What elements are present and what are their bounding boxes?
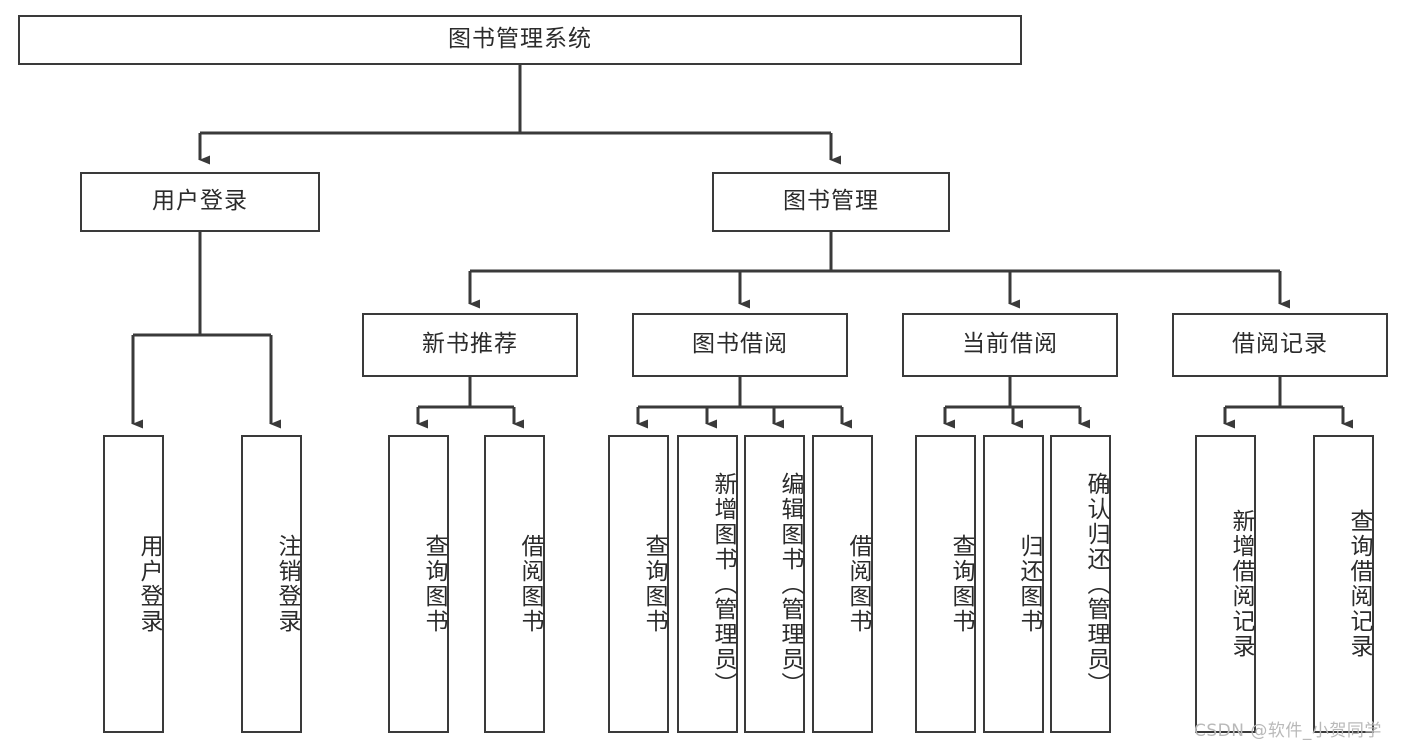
leaf-query-book-current[interactable]: 查询图书: [915, 435, 976, 733]
node-label: 当前借阅: [962, 331, 1058, 358]
node-current-borrow[interactable]: 当前借阅: [902, 313, 1118, 377]
node-label: 归还图书: [1016, 534, 1042, 634]
leaf-query-book-recommend[interactable]: 查询图书: [388, 435, 449, 733]
leaf-edit-book-admin[interactable]: 编辑图书（管理员）: [744, 435, 805, 733]
leaf-user-login[interactable]: 用户登录: [103, 435, 164, 733]
node-root-book-management-system[interactable]: 图书管理系统: [18, 15, 1022, 65]
leaf-borrow-book[interactable]: 借阅图书: [812, 435, 873, 733]
leaf-add-book-admin[interactable]: 新增图书（管理员）: [677, 435, 738, 733]
leaf-logout-login[interactable]: 注销登录: [241, 435, 302, 733]
node-label: 用户登录: [152, 188, 248, 215]
leaf-query-borrow-record[interactable]: 查询借阅记录: [1313, 435, 1374, 733]
node-borrow-record[interactable]: 借阅记录: [1172, 313, 1388, 377]
leaf-query-book-borrow[interactable]: 查询图书: [608, 435, 669, 733]
node-label: 用户登录: [136, 534, 162, 634]
node-label: 借阅记录: [1232, 331, 1328, 358]
node-new-book-recommend[interactable]: 新书推荐: [362, 313, 578, 377]
leaf-add-borrow-record[interactable]: 新增借阅记录: [1195, 435, 1256, 733]
node-book-borrow[interactable]: 图书借阅: [632, 313, 848, 377]
node-label: 查询借阅记录: [1346, 509, 1372, 659]
node-label: 确认归还（管理员）: [1083, 471, 1109, 697]
node-label: 借阅图书: [517, 534, 543, 634]
leaf-confirm-return-admin[interactable]: 确认归还（管理员）: [1050, 435, 1111, 733]
node-label: 编辑图书（管理员）: [777, 471, 803, 697]
node-label: 图书借阅: [692, 331, 788, 358]
node-label: 查询图书: [421, 534, 447, 634]
node-label: 注销登录: [274, 534, 300, 634]
leaf-return-book[interactable]: 归还图书: [983, 435, 1044, 733]
node-label: 查询图书: [641, 534, 667, 634]
node-book-management[interactable]: 图书管理: [712, 172, 950, 232]
node-label: 借阅图书: [845, 534, 871, 634]
node-label: 新增借阅记录: [1228, 509, 1254, 659]
node-label: 新书推荐: [422, 331, 518, 358]
node-label: 图书管理系统: [448, 26, 592, 53]
leaf-borrow-book-recommend[interactable]: 借阅图书: [484, 435, 545, 733]
node-label: 图书管理: [783, 188, 879, 215]
node-user-login[interactable]: 用户登录: [80, 172, 320, 232]
node-label: 查询图书: [948, 534, 974, 634]
node-label: 新增图书（管理员）: [710, 471, 736, 697]
